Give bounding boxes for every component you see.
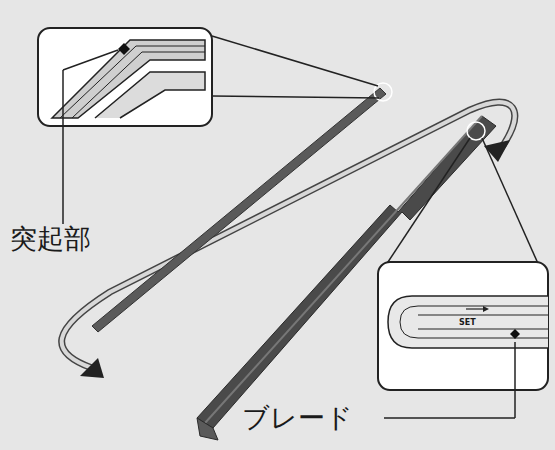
part-name: ブレード	[240, 403, 355, 433]
inset-set-mark	[378, 138, 548, 418]
set-mark: SET	[458, 319, 477, 328]
inset-protrusion	[38, 28, 379, 224]
part-name: 突起部	[8, 224, 93, 254]
